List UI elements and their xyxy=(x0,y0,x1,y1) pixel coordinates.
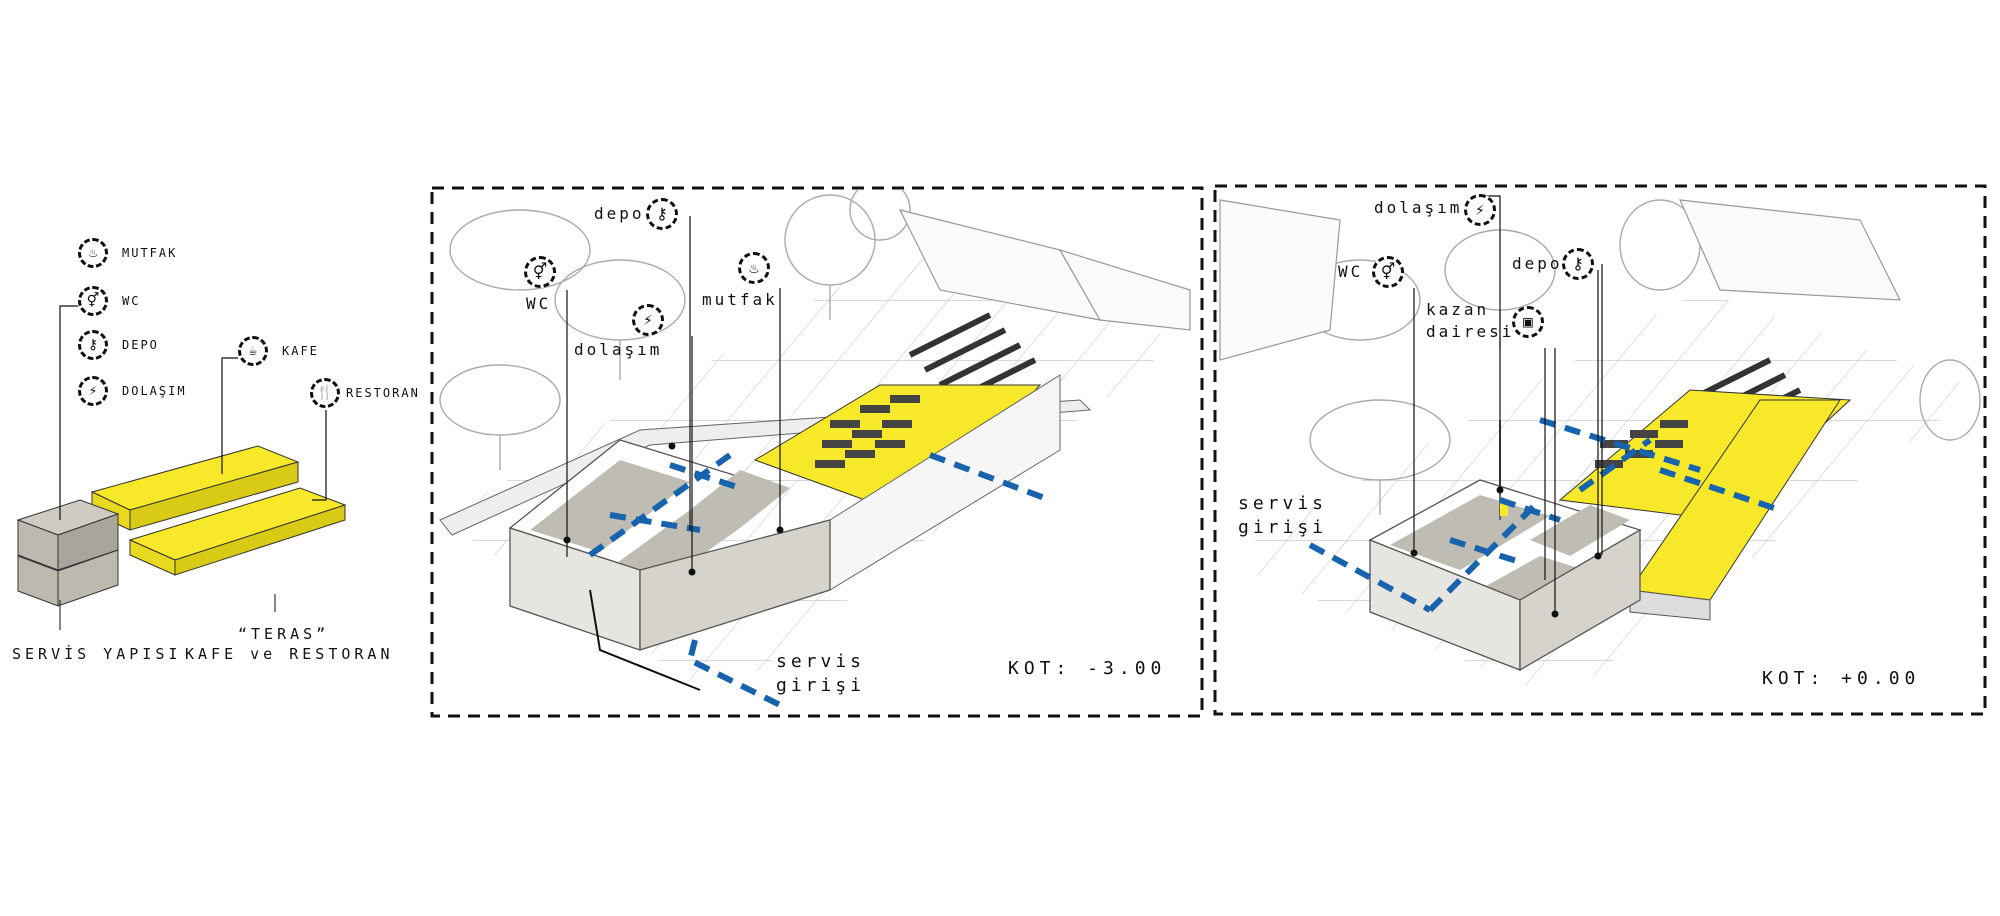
upper-kot-label: KOT: +0.00 xyxy=(1762,668,1921,689)
key-icon: ⚷ xyxy=(1562,248,1594,280)
upper-kazan-label: kazan xyxy=(1426,300,1490,319)
restroom-icon: ⚥ xyxy=(524,256,556,288)
lower-servis-label: servis xyxy=(776,651,866,672)
panel-lower-frame xyxy=(430,186,1204,718)
key-icon: ⚷ xyxy=(646,198,678,230)
lower-girisi-label: girişi xyxy=(776,675,866,696)
upper-wc-label: WC xyxy=(1338,262,1364,281)
legend-mutfak-label: MUTFAK xyxy=(122,246,178,260)
panel-upper-drawing xyxy=(1219,195,1981,700)
legend-kafe-label: KAFE xyxy=(282,344,319,358)
restroom-icon: ⚥ xyxy=(1372,256,1404,288)
stairs-icon: ⚡ xyxy=(1464,194,1496,226)
kafe-restoran-label: KAFE ve RESTORAN xyxy=(185,645,394,663)
upper-servis-label: servis xyxy=(1238,493,1328,514)
upper-depo-label: depo xyxy=(1512,254,1563,273)
boiler-icon: ▣ xyxy=(1512,306,1544,338)
legend-restoran-label: RESTORAN xyxy=(346,386,420,400)
upper-dairesi-label: dairesi xyxy=(1426,322,1515,341)
lower-kot-label: KOT: -3.00 xyxy=(1008,658,1167,679)
stairs-icon: ⚡ xyxy=(78,376,108,406)
lower-mutfak-label: mutfak xyxy=(702,290,778,309)
stairs-icon: ⚡ xyxy=(632,304,664,336)
panel-lower-drawing xyxy=(439,190,1191,708)
legend-dolasim-label: DOLAŞIM xyxy=(122,384,187,398)
cooking-pot-icon: ♨ xyxy=(738,252,770,284)
restroom-icon: ⚥ xyxy=(78,286,108,316)
massing-diagram xyxy=(16,305,347,630)
cooking-pot-icon: ♨ xyxy=(78,238,108,268)
key-icon: ⚷ xyxy=(78,330,108,360)
servis-yapisi-label: SERVİS YAPISI xyxy=(12,645,182,663)
legend-depo-label: DEPO xyxy=(122,338,159,352)
upper-girisi-label: girişi xyxy=(1238,517,1328,538)
panel-upper-frame xyxy=(1213,184,1987,716)
cutlery-icon: 🍴 xyxy=(310,378,340,408)
coffee-cup-icon: ☕ xyxy=(238,336,268,366)
teras-title: “TERAS” xyxy=(238,625,330,643)
lower-depo-label: depo xyxy=(594,204,645,223)
lower-wc-label: WC xyxy=(526,294,552,313)
legend-wc-label: WC xyxy=(122,294,141,308)
lower-dolasim-label: dolaşım xyxy=(574,340,663,359)
upper-dolasim-label: dolaşım xyxy=(1374,198,1463,217)
